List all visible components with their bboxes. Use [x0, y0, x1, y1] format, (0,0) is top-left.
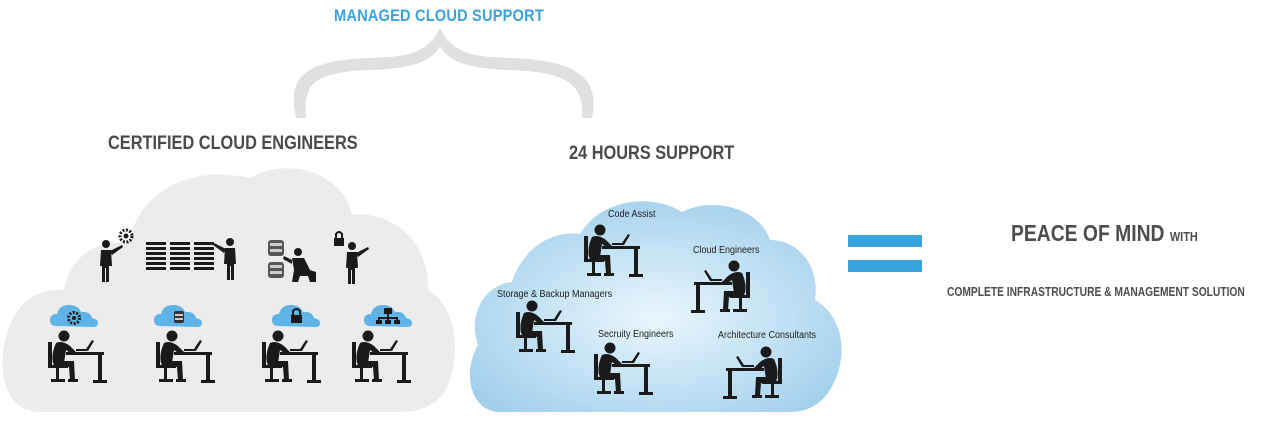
server-rack-icon [146, 242, 214, 270]
role-label-architecture-consultants: Architecture Consultants [718, 330, 817, 341]
desk-engineer-gear [48, 305, 107, 383]
result-headline-main: PEACE OF MIND [1011, 220, 1165, 246]
diagram-title: MANAGED CLOUD SUPPORT [334, 6, 544, 25]
network-icon [376, 308, 400, 324]
role-label-code-assist: Code Assist [608, 209, 656, 220]
gear-icon [118, 228, 134, 244]
role-label-storage-backup: Storage & Backup Managers [497, 289, 613, 300]
right-cloud-shape [469, 201, 842, 412]
standing-engineer-gear [100, 228, 134, 282]
standing-engineer-lock [334, 231, 369, 284]
brace-shape [293, 28, 594, 118]
left-cloud-heading: CERTIFIED CLOUD ENGINEERS [108, 133, 358, 154]
lock-icon [334, 231, 344, 246]
result-subtitle: COMPLETE INFRASTRUCTURE & MANAGEMENT SOL… [947, 285, 1245, 299]
lock-icon [291, 308, 302, 323]
right-cloud-heading: 24 HOURS SUPPORT [569, 143, 735, 164]
equals-sign [848, 235, 922, 272]
database-icon [268, 240, 284, 278]
result-headline: PEACE OF MIND WITH [1011, 220, 1198, 247]
role-label-security-engineers: Secruity Engineers [598, 329, 674, 340]
desk-engineer-database [154, 305, 215, 383]
desk-engineer-lock [262, 305, 321, 383]
database-icon [174, 311, 184, 323]
kneeling-engineer [283, 248, 316, 282]
result-headline-suffix: WITH [1169, 229, 1198, 244]
gear-icon [67, 311, 81, 325]
left-cloud-shape [2, 168, 456, 412]
desk-engineer-network [352, 305, 412, 383]
role-label-cloud-engineers: Cloud Engineers [693, 245, 760, 256]
